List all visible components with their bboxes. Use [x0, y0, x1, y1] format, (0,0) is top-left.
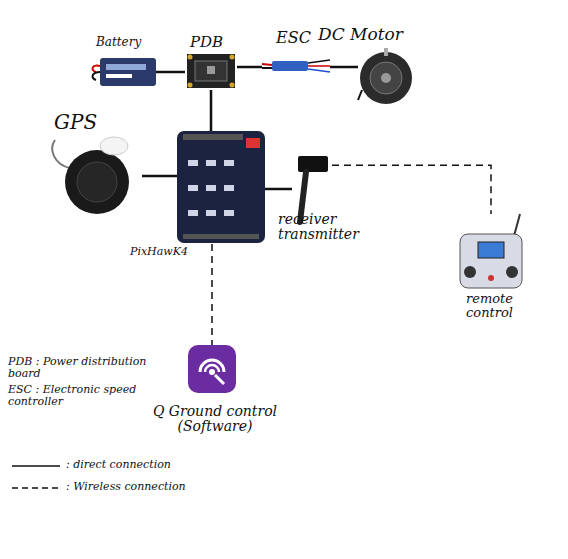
component-label: Battery: [96, 36, 141, 49]
component-label: receiver transmitter: [278, 212, 370, 241]
motor-illustration: [358, 48, 412, 104]
direct-connection: [265, 188, 292, 191]
component-node: PixHawK4: [177, 131, 265, 244]
legend-text: ESC : Electronic speed controller: [8, 384, 168, 408]
component-node: DC Motor: [358, 50, 414, 106]
component-node: PDB: [185, 52, 237, 90]
remote-illustration: [460, 214, 522, 288]
component-label: ESC: [276, 30, 311, 47]
legend-text: : Wireless connection: [66, 481, 256, 493]
pdb-illustration: [187, 54, 235, 88]
legend-text: PDB : Power distribution board: [8, 356, 168, 380]
component-node: GPS: [48, 136, 142, 216]
component-node: Q Ground control (Software): [188, 345, 236, 395]
direct-connection: [330, 66, 358, 69]
legend-solid-sample: [12, 465, 60, 467]
gps-illustration: [52, 137, 129, 214]
direct-connection: [156, 71, 185, 74]
component-label: remote control: [452, 292, 527, 319]
component-node: ESC: [262, 56, 330, 78]
component-label: Q Ground control (Software): [150, 404, 280, 433]
component-node: Battery: [98, 56, 156, 88]
direct-connection: [142, 175, 177, 178]
component-label: DC Motor: [318, 26, 403, 44]
legend-dashed-sample: [12, 487, 60, 489]
esc-illustration: [262, 60, 330, 72]
component-label: PDB: [190, 35, 223, 51]
direct-connection: [237, 66, 262, 69]
pixhawk-illustration: [177, 131, 265, 243]
wireless-connection: [332, 165, 491, 214]
component-label: GPS: [54, 112, 97, 133]
wireless-connection: [211, 244, 213, 345]
component-node: receiver transmitter: [292, 154, 332, 224]
qgc-icon: [188, 345, 236, 393]
component-label: PixHawK4: [130, 246, 188, 258]
battery-illustration: [93, 58, 156, 86]
legend-text: : direct connection: [66, 459, 256, 471]
direct-connection: [210, 90, 213, 131]
component-node: remote control: [455, 214, 527, 290]
